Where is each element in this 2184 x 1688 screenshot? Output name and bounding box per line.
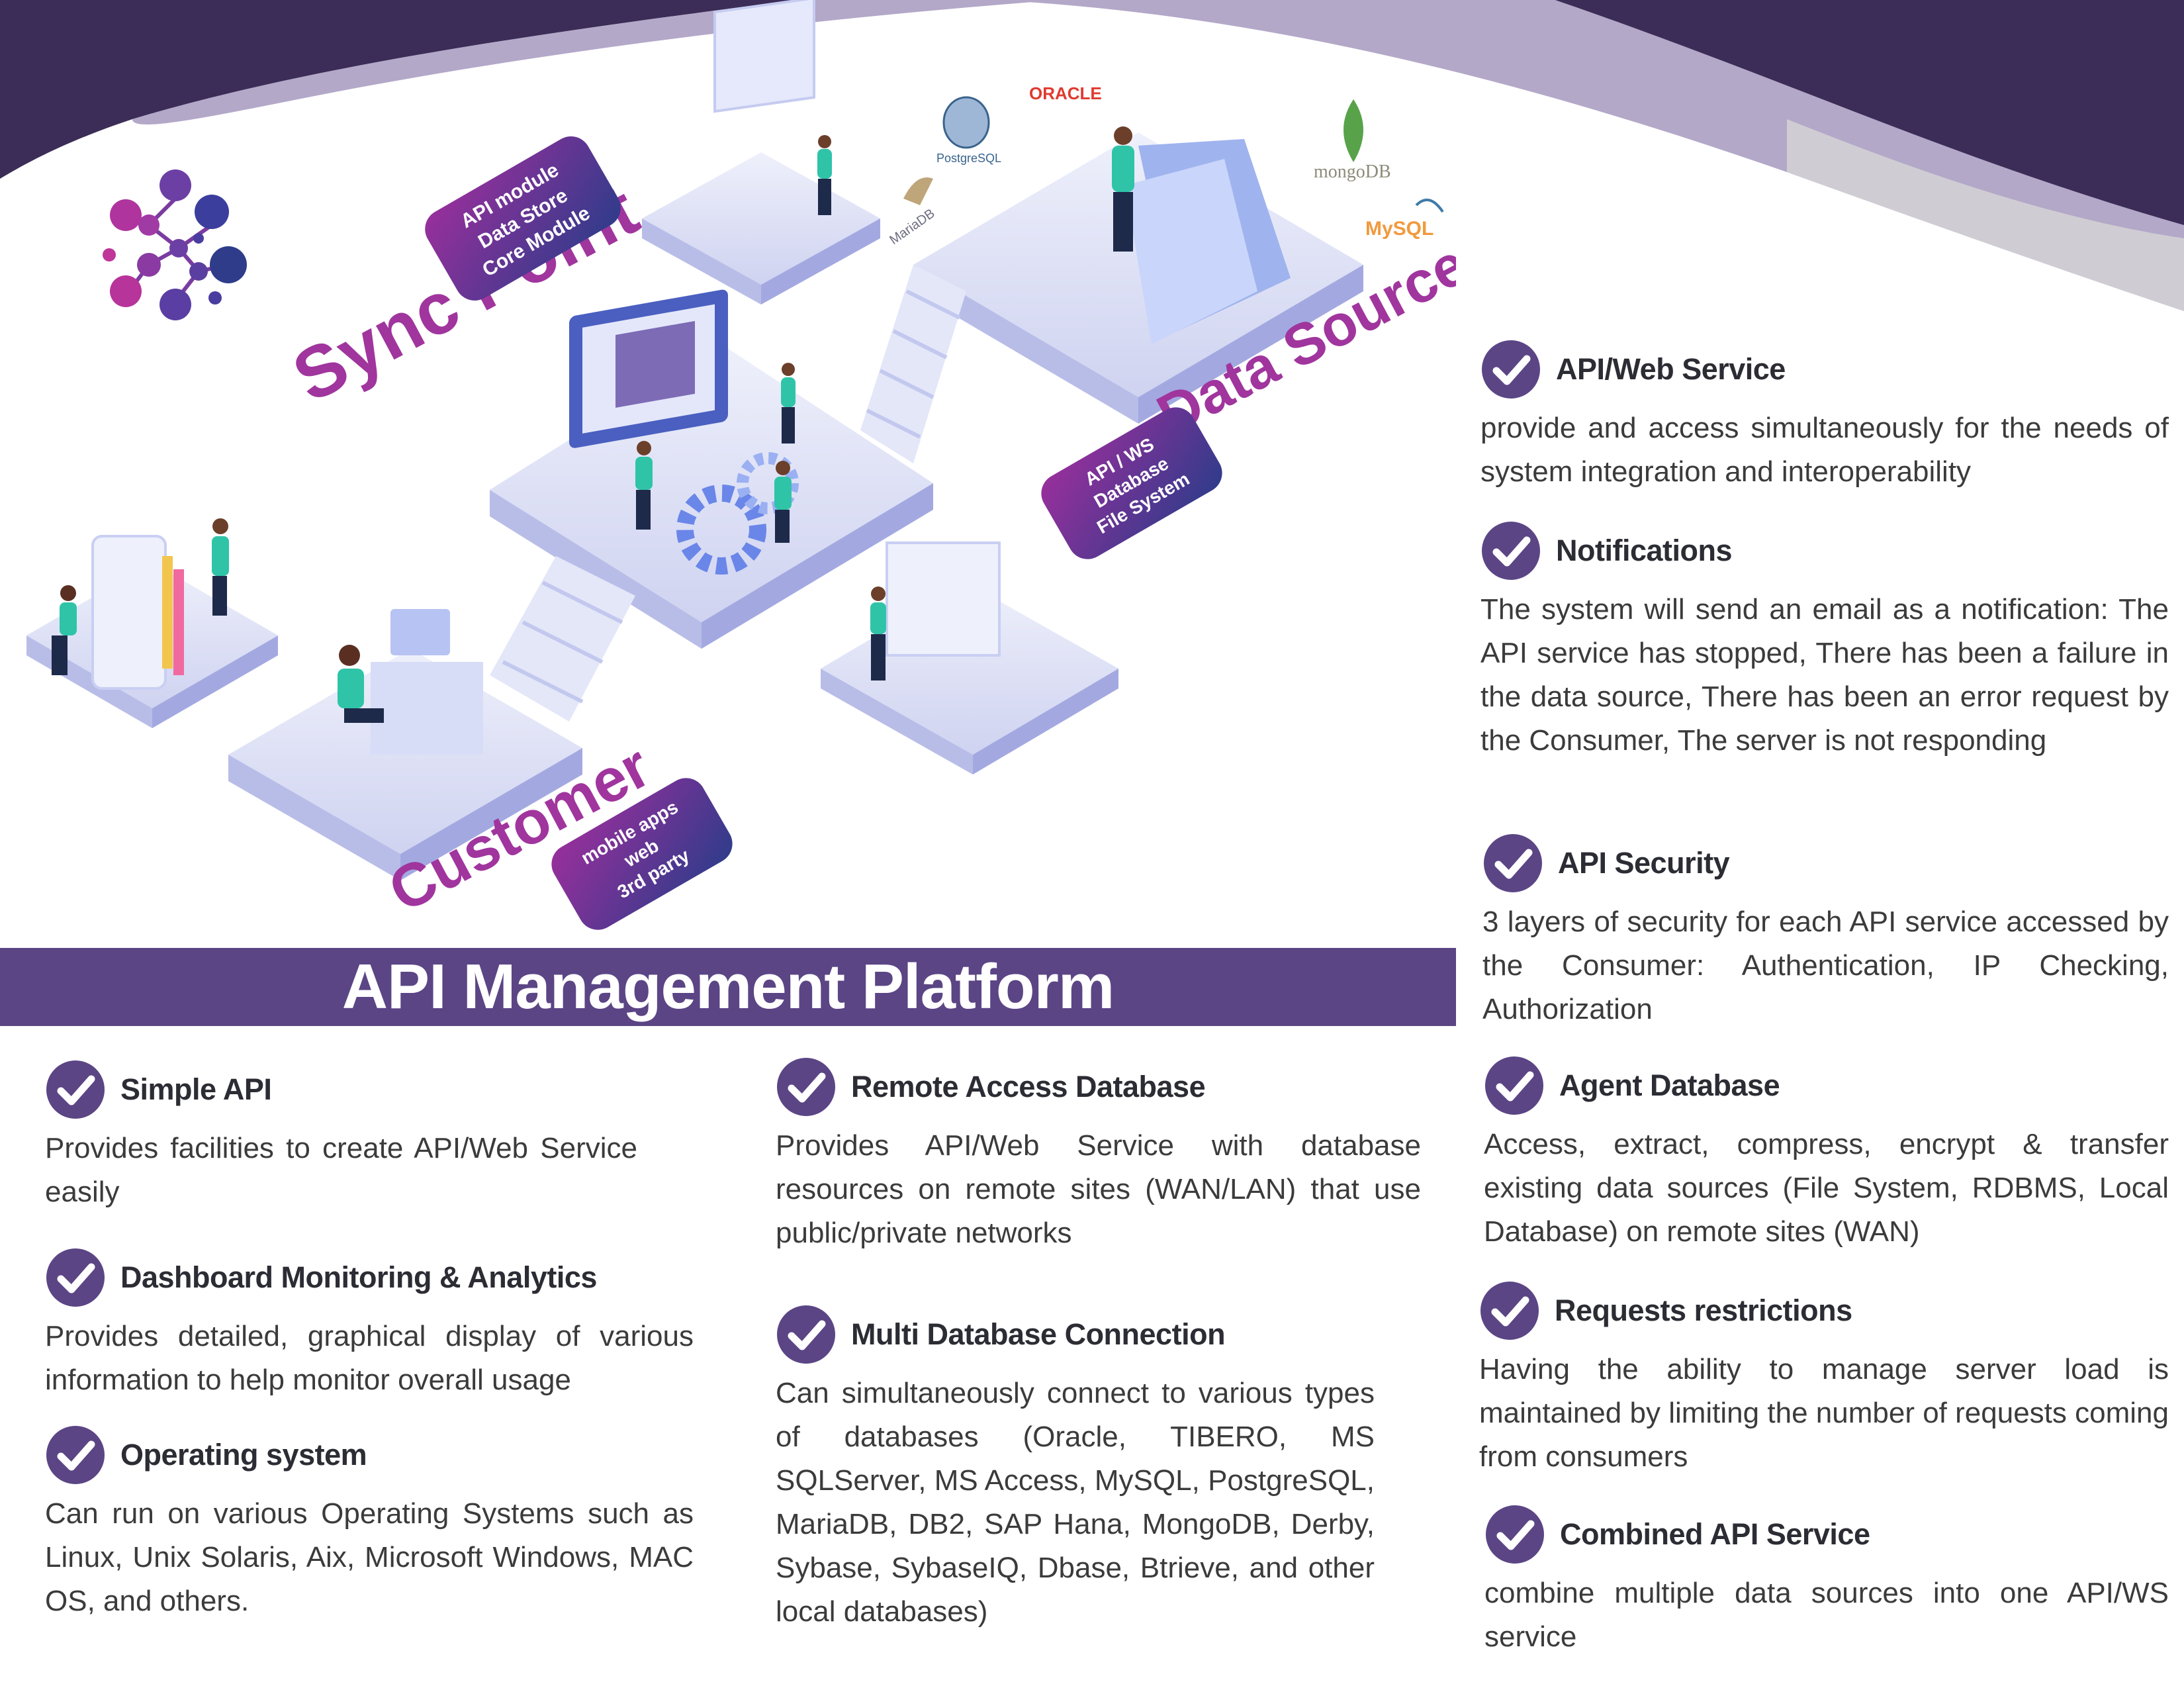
feature-title: Operating system (120, 1438, 367, 1472)
feature-title: Multi Database Connection (851, 1317, 1226, 1351)
check-icon (777, 1058, 835, 1116)
feature-api-security: API Security 3 layers of security for ea… (1482, 831, 2169, 1031)
check-icon (1480, 1282, 1539, 1340)
oracle-logo: ORACLE (1029, 83, 1102, 103)
feature-title: Dashboard Monitoring & Analytics (120, 1260, 597, 1294)
mariadb-logo-text: MariaDB (887, 206, 937, 248)
platform-top-left (642, 0, 880, 305)
feature-operating-system: Operating system Can run on various Oper… (45, 1423, 694, 1623)
check-icon (777, 1305, 835, 1364)
mongodb-logo: mongoDB (1314, 99, 1391, 182)
feature-simple-api: Simple API Provides facilities to create… (45, 1058, 637, 1214)
person-figures (52, 126, 1134, 723)
feature-description: Provides API/Web Service with database r… (776, 1129, 1421, 1249)
platform-sync-point (490, 289, 933, 649)
check-icon (1482, 340, 1540, 399)
feature-description: Can run on various Operating Systems suc… (45, 1497, 694, 1617)
oracle-logo-text: ORACLE (1029, 83, 1102, 103)
mariadb-logo: MariaDB (887, 177, 938, 248)
mongodb-logo-text: mongoDB (1314, 162, 1391, 182)
check-icon (1485, 1056, 1543, 1115)
tag-sync-point: API module Data Store Core Module (425, 136, 621, 301)
feature-description: combine multiple data sources into one A… (1484, 1577, 2169, 1653)
postgresql-logo-text: PostgreSQL (936, 152, 1001, 165)
feature-description: Can simultaneously connect to various ty… (776, 1377, 1375, 1628)
check-icon (1482, 522, 1540, 580)
feature-description: provide and access simultaneously for th… (1480, 412, 2169, 488)
hero-illustration: Sync Point Data Source Customer API modu… (26, 0, 1456, 930)
check-icon (46, 1426, 105, 1484)
feature-title: Requests restrictions (1555, 1293, 1852, 1327)
check-icon (1486, 1505, 1544, 1564)
feature-description: The system will send an email as a notif… (1480, 593, 2169, 757)
postgresql-logo: PostgreSQL (936, 96, 1001, 165)
mysql-logo: MySQL (1365, 199, 1444, 240)
background-wave (0, 0, 2184, 311)
feature-title: Notifications (1556, 534, 1733, 567)
feature-api-web-service: API/Web Service provide and access simul… (1480, 338, 2169, 494)
feature-agent-database: Agent Database Access, extract, compress… (1484, 1054, 2169, 1254)
feature-title: Simple API (120, 1072, 272, 1106)
feature-multi-database-connection: Multi Database Connection Can simultaneo… (776, 1303, 1375, 1634)
stairs-upper (860, 265, 966, 463)
feature-notifications: Notifications The system will send an em… (1480, 519, 2169, 763)
platform-right (821, 541, 1118, 774)
feature-description: 3 layers of security for each API servic… (1482, 906, 2169, 1025)
gears-icon (676, 452, 799, 575)
feature-description: Access, extract, compress, encrypt & tra… (1484, 1128, 2169, 1248)
check-icon (1484, 834, 1542, 892)
syncpoint-logo-icon (103, 169, 247, 320)
feature-title: Combined API Service (1560, 1517, 1870, 1551)
platform-data-source (913, 132, 1363, 424)
feature-combined-api-service: Combined API Service combine multiple da… (1484, 1503, 2169, 1659)
stairs-lower (490, 556, 635, 722)
feature-description: Provides detailed, graphical display of … (45, 1320, 694, 1396)
feature-description: Having the ability to manage server load… (1479, 1353, 2169, 1473)
feature-dashboard: Dashboard Monitoring & Analytics Provide… (45, 1246, 694, 1402)
feature-title: API Security (1558, 846, 1730, 880)
mysql-logo-text: MySQL (1365, 218, 1433, 240)
feature-description: Provides facilities to create API/Web Se… (45, 1132, 637, 1208)
check-icon (46, 1060, 105, 1119)
platform-customer (228, 609, 582, 880)
tag-customer: mobile apps web 3rd party (551, 778, 733, 930)
feature-title: Remote Access Database (851, 1070, 1206, 1103)
check-icon (46, 1248, 105, 1307)
feature-title: API/Web Service (1556, 352, 1786, 386)
feature-title: Agent Database (1559, 1068, 1780, 1102)
feature-remote-access-database: Remote Access Database Provides API/Web … (776, 1055, 1421, 1255)
page-title: API Management Platform (341, 951, 1115, 1022)
title-banner (0, 948, 1456, 1026)
feature-requests-restrictions: Requests restrictions Having the ability… (1479, 1279, 2169, 1479)
